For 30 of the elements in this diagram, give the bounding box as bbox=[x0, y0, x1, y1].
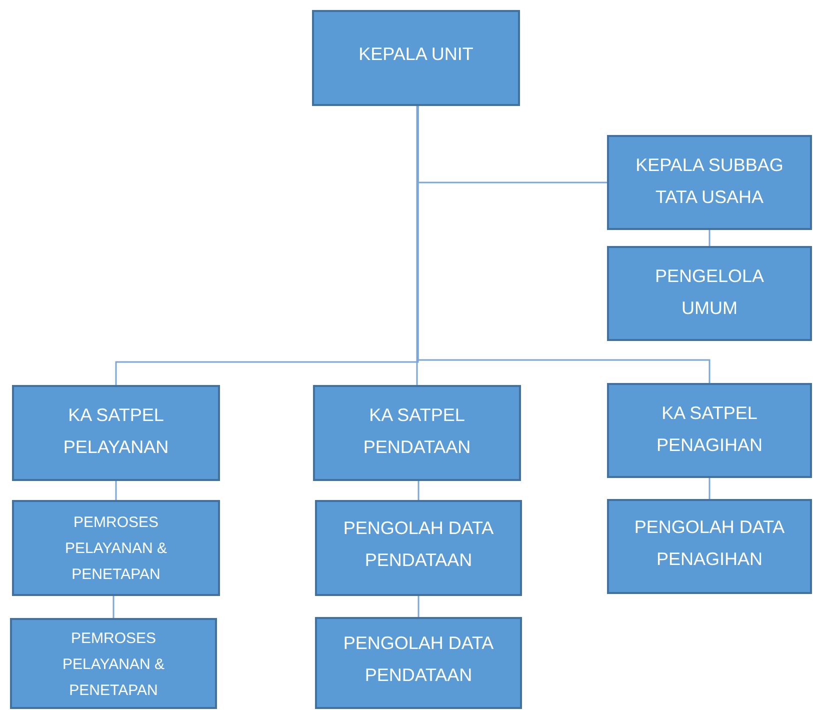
org-box bbox=[313, 385, 521, 481]
position-title: PENGOLAH DATA PENDATAAN bbox=[342, 517, 495, 572]
org-box bbox=[12, 385, 220, 481]
connector-line bbox=[708, 230, 710, 246]
position-title: PEMROSES PELAYANAN & PENETAPAN bbox=[62, 629, 166, 701]
position-title: KEPALA SUBBAG TATA USAHA bbox=[634, 154, 784, 209]
position-title: PENGELOLA UMUM bbox=[654, 265, 766, 320]
connector-line bbox=[418, 596, 420, 617]
position-title: KA SATPEL PELAYANAN bbox=[62, 404, 170, 459]
connector-line bbox=[418, 481, 420, 500]
position-title: PENGOLAH DATA PENDATAAN bbox=[342, 632, 495, 687]
org-box bbox=[315, 617, 522, 709]
org-box bbox=[10, 618, 217, 709]
org-box bbox=[607, 135, 812, 230]
position-title: KA SATPEL PENDATAAN bbox=[362, 404, 472, 459]
connector-line bbox=[115, 481, 117, 500]
connector-line bbox=[417, 106, 710, 383]
position-title: KEPALA UNIT bbox=[358, 43, 474, 66]
position-title: PEMROSES PELAYANAN & PENETAPAN bbox=[64, 513, 168, 585]
position-title: KA SATPEL PENAGIHAN bbox=[655, 402, 764, 457]
connector-line bbox=[708, 478, 710, 499]
org-box bbox=[607, 499, 812, 594]
connector-line bbox=[416, 106, 418, 385]
org-box bbox=[312, 10, 520, 106]
org-box bbox=[607, 383, 812, 478]
position-title: PENGOLAH DATA PENAGIHAN bbox=[633, 516, 786, 571]
connector-line bbox=[112, 596, 114, 618]
org-box bbox=[607, 246, 812, 341]
org-box bbox=[12, 500, 220, 596]
org-box bbox=[315, 500, 522, 596]
